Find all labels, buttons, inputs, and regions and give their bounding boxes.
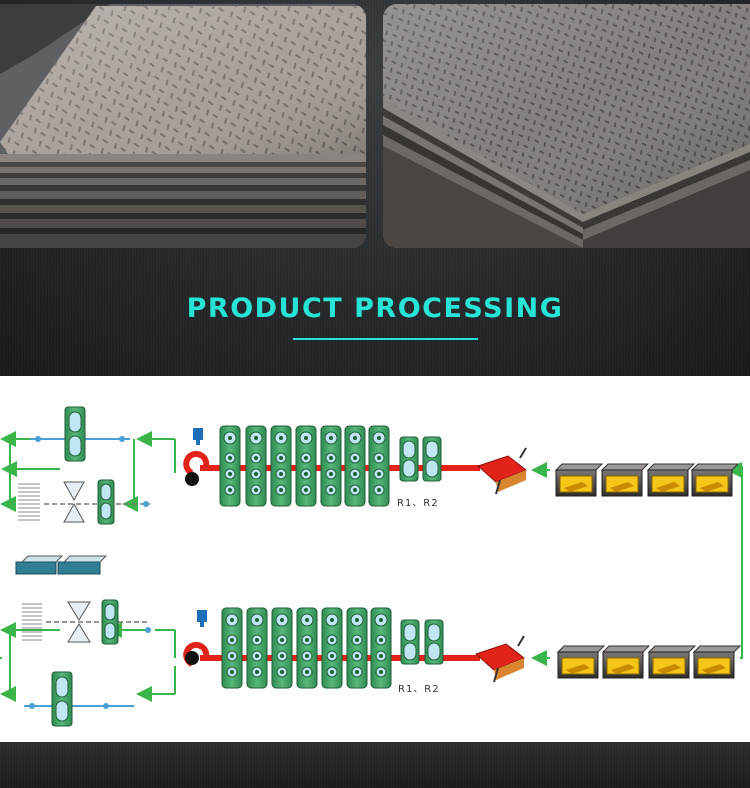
section-heading: PRODUCT PROCESSING <box>186 293 564 324</box>
finishing-stands <box>221 607 392 689</box>
reheating-furnace <box>556 645 606 679</box>
production-line-1 <box>0 406 742 525</box>
return-flow-line <box>0 466 743 659</box>
roll-stand <box>295 425 317 507</box>
roll-stand <box>219 425 241 507</box>
roll-stand <box>221 607 243 689</box>
roll-stand <box>271 607 293 689</box>
reheating-furnace <box>601 645 651 679</box>
dark-brushed-background <box>0 742 750 788</box>
stand-label-r1-r2: R1、R2 <box>397 498 439 509</box>
roll-stand <box>344 425 366 507</box>
reheating-furnace <box>692 645 742 679</box>
roll-stand <box>370 607 392 689</box>
checkered-plate-stack-photo <box>0 4 366 248</box>
roll-stand <box>246 607 268 689</box>
finishing-stands <box>219 425 390 507</box>
roll-stand <box>296 607 318 689</box>
reheating-furnace <box>690 463 740 497</box>
roll-stand <box>320 425 342 507</box>
reheating-furnace <box>600 463 650 497</box>
stand-label-r1-r2: R1、R2 <box>398 684 440 695</box>
roll-stand <box>270 425 292 507</box>
reheating-furnace <box>646 463 696 497</box>
reheating-furnace <box>647 645 697 679</box>
reheating-furnace <box>554 463 604 497</box>
production-line-2 <box>0 599 742 727</box>
roll-stand <box>346 607 368 689</box>
heading-underline <box>293 338 478 340</box>
slab-products <box>15 555 108 575</box>
checkered-plate-stack-photo <box>383 4 750 248</box>
rolling-process-diagram: R1、R2 R1、R2 <box>0 376 750 742</box>
roll-stand <box>321 607 343 689</box>
roll-stand <box>245 425 267 507</box>
roll-stand <box>368 425 390 507</box>
